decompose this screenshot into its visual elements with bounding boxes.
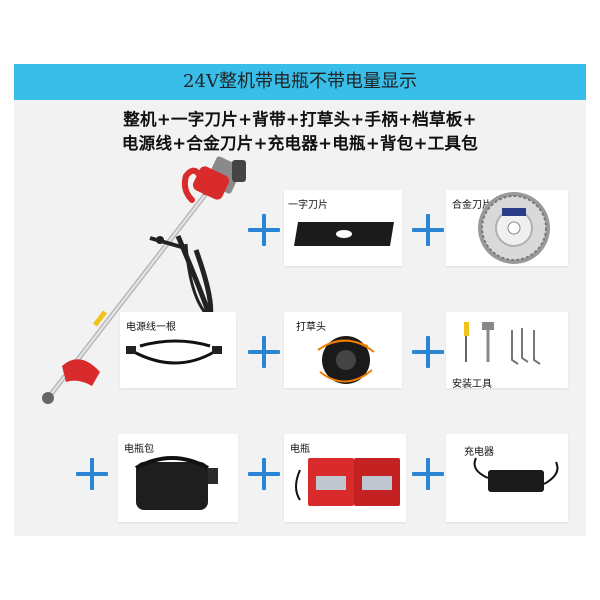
straight-blade-label: 一字刀片	[288, 200, 328, 211]
plus-icon	[74, 456, 110, 492]
package-contents-line-2: 电源线+合金刀片+充电器+电瓶+背包+工具包	[121, 134, 479, 153]
trimmer-head-label: 打草头	[296, 322, 326, 333]
plus-icon	[246, 334, 282, 370]
battery-bag-label: 电瓶包	[124, 444, 154, 455]
package-contents-line-1: 整机+一字刀片+背带+打草头+手柄+档草板+	[123, 110, 477, 129]
power-cord-label: 电源线一根	[126, 322, 176, 333]
plus-icon	[410, 456, 446, 492]
title-banner: 24V整机带电瓶不带电量显示	[14, 64, 586, 100]
plus-icon	[246, 212, 282, 248]
plus-icon	[410, 212, 446, 248]
install-tools-label: 安装工具	[452, 379, 492, 390]
charger-label: 充电器	[464, 447, 494, 458]
plus-icon	[410, 334, 446, 370]
alloy-blade-label: 合金刀片	[452, 200, 492, 211]
plus-icon	[246, 456, 282, 492]
battery-label: 电瓶	[290, 444, 310, 455]
